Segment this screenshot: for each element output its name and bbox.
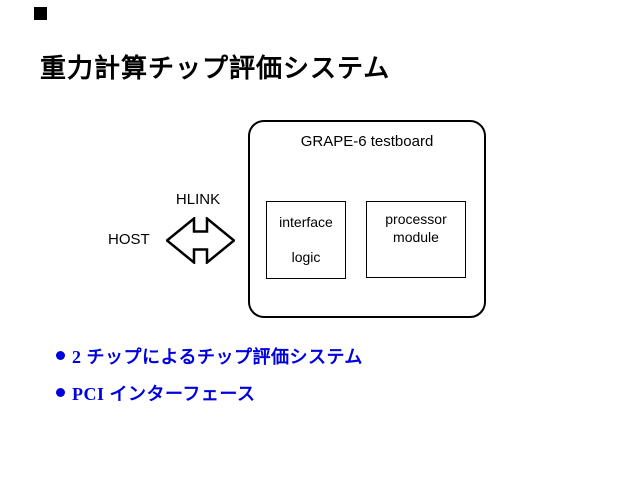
bullet-item-chip-evaluation: 2 チップによるチップ評価システム — [56, 343, 363, 369]
bullet-dot-icon — [56, 351, 65, 360]
grape6-testboard-box: GRAPE-6 testboard interface logic proces… — [248, 120, 486, 318]
slide-corner-marker — [34, 7, 47, 20]
processor-module-label-line1: processor — [385, 211, 447, 227]
bullet-text: 2 チップによるチップ評価システム — [72, 347, 363, 367]
interface-logic-label-line1: interface — [279, 214, 333, 230]
processor-module-label-line2: module — [393, 229, 439, 245]
bullet-item-pci-interface: PCI インターフェース — [56, 380, 256, 406]
processor-module-box: processor module — [366, 201, 466, 278]
interface-logic-box: interface logic — [266, 201, 346, 279]
hlink-label: HLINK — [175, 191, 221, 208]
bullet-dot-icon — [56, 388, 65, 397]
interface-logic-label-line2: logic — [291, 249, 321, 265]
grape6-testboard-label: GRAPE-6 testboard — [300, 133, 434, 150]
host-label: HOST — [108, 231, 150, 248]
bullet-text: PCI インターフェース — [72, 384, 256, 404]
slide-title: 重力計算チップ評価システム — [40, 54, 391, 84]
bidirectional-arrow-icon — [165, 215, 236, 266]
